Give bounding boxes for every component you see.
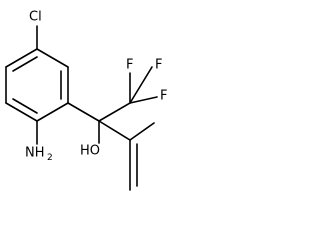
ring-bond-bottom-right	[36, 102, 69, 122]
bond-cf3-to-f-right	[129, 96, 158, 104]
bond-c-to-cf3	[98, 102, 131, 122]
fluorine-label-top-left: F	[126, 58, 133, 73]
chlorine-label: Cl	[29, 10, 42, 25]
bond-ring-to-quaternary-carbon	[67, 102, 100, 122]
amine-subscript: 2	[47, 153, 53, 163]
chemical-structure-diagram: Cl F F F NH 2 HO	[5, 10, 167, 191]
bond-cf3-to-f-top-right	[129, 66, 153, 104]
bond-vinyl-double-outer	[129, 122, 155, 141]
hydroxyl-label: HO	[80, 144, 100, 159]
ring-bond-top-left-inner	[12, 56, 38, 72]
fluorine-label-top-right: F	[155, 58, 162, 73]
ring-bond-top-left	[5, 48, 38, 68]
ring-bond-bottom-left	[5, 102, 38, 122]
ring-bond-bottom-left-inner	[12, 98, 38, 114]
bond-c-to-vinyl	[98, 120, 131, 141]
fluorine-label-right: F	[160, 89, 167, 104]
amine-label: NH	[25, 146, 45, 161]
ring-bond-top-right	[36, 48, 69, 68]
